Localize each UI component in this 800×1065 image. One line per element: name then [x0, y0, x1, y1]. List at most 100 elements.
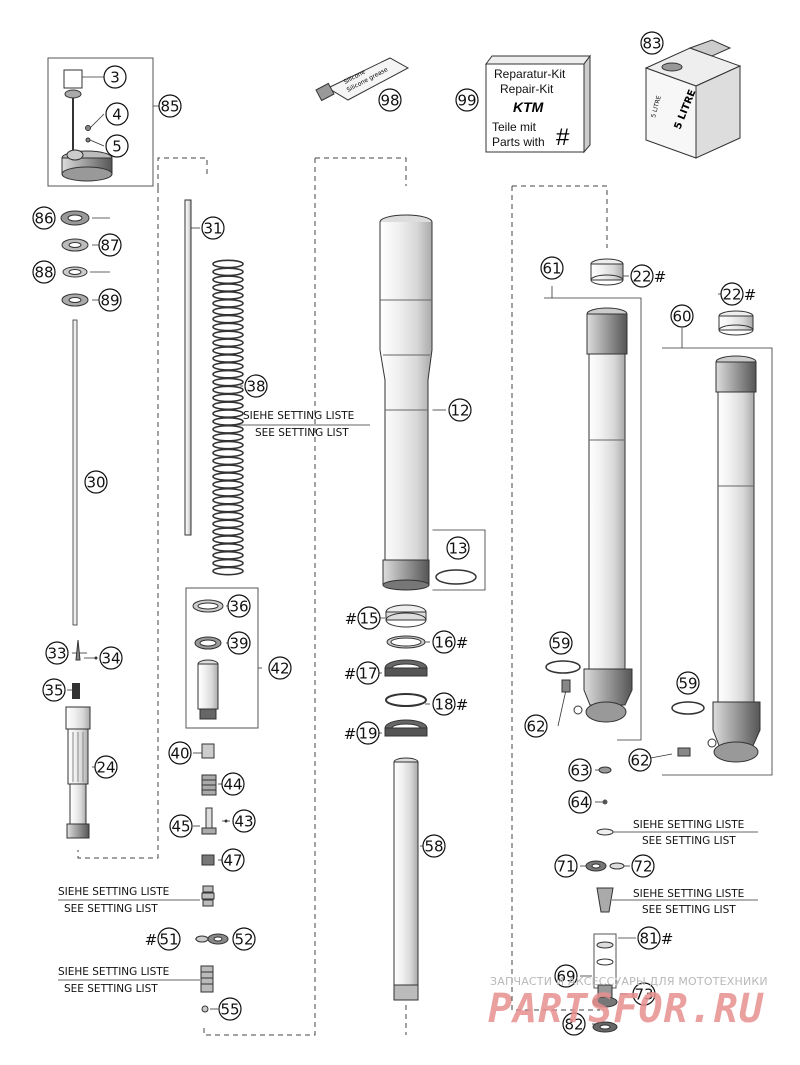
- callout-number: 55: [220, 1001, 239, 1019]
- callout-number: 5: [112, 138, 122, 156]
- callout-number: 4: [112, 106, 122, 124]
- spring-coil: [212, 480, 244, 489]
- repair-kit-hash-mark: #: [456, 696, 469, 714]
- callout-number: 17: [358, 665, 377, 683]
- callout-number: 61: [542, 260, 561, 278]
- spring-coil: [212, 306, 244, 316]
- part-63-nut: [598, 766, 612, 774]
- setting-note-left2-de: SIEHE SETTING LISTE: [58, 966, 169, 978]
- callout-circle: [540, 256, 564, 280]
- callout-circle: [640, 31, 664, 55]
- callout-number: 86: [34, 210, 53, 228]
- callout-circle: [446, 536, 470, 560]
- callout-number: 62: [526, 718, 545, 736]
- callout-42: 42: [268, 656, 292, 680]
- callout-89: 89: [98, 288, 122, 312]
- callout-88: 88: [32, 260, 56, 284]
- callout-circle: [45, 641, 69, 665]
- callout-number: 34: [101, 650, 120, 668]
- callout-circle: [562, 1012, 586, 1036]
- callout-circle: [84, 470, 108, 494]
- callout-number: 24: [96, 759, 115, 777]
- part-60-inner-tube: [707, 355, 761, 763]
- callout-16: 16#: [432, 630, 468, 654]
- callout-circle: [105, 102, 129, 126]
- spring-coil: [212, 291, 244, 300]
- setting-note-right1-en: SEE SETTING LIST: [642, 835, 736, 847]
- part-setting-shims-2: [200, 965, 214, 993]
- spring-coil: [212, 377, 244, 387]
- callout-circle: [201, 216, 225, 240]
- callout-circle: [631, 854, 655, 878]
- spring-coil: [212, 456, 244, 466]
- callout-64: 64: [568, 790, 592, 814]
- spring-coil: [212, 424, 244, 434]
- part-89-washer: [61, 293, 89, 307]
- spring-coil: [212, 527, 244, 537]
- callout-30: 30: [84, 470, 108, 494]
- callout-62a: 62: [524, 714, 548, 738]
- kit-symbol: #: [556, 124, 570, 151]
- callout-circle: [554, 854, 578, 878]
- callout-number: 58: [424, 838, 443, 856]
- callout-circle: [637, 926, 661, 950]
- spring-coil: [212, 472, 244, 481]
- callout-circle: [628, 748, 652, 772]
- part-30-piston-rod: [72, 319, 78, 626]
- callout-22b: 22#: [720, 282, 757, 306]
- callout-number: 18: [434, 696, 453, 714]
- setting-note-left-2: SIEHE SETTING LISTE SEE SETTING LIST: [58, 966, 200, 995]
- callout-69: 69: [554, 964, 578, 988]
- repair-kit-hash-mark: #: [744, 286, 757, 304]
- callout-circle: [32, 260, 56, 284]
- callout-number: 12: [450, 402, 469, 420]
- callout-circle: [32, 206, 56, 230]
- kit-brand-logo: KTM: [513, 99, 544, 115]
- callout-number: 72: [633, 858, 652, 876]
- part-setting-shim-right: [596, 828, 614, 836]
- part-51-52-valve: [195, 933, 229, 945]
- callout-number: 42: [270, 660, 289, 678]
- callout-86: 86: [32, 206, 56, 230]
- spring-coil: [212, 314, 244, 324]
- part-18-clip: [385, 693, 427, 707]
- part-22-bushing-b: [718, 310, 754, 336]
- callout-circle: [268, 656, 292, 680]
- callout-circle: [158, 94, 182, 118]
- callout-43: 43: [232, 809, 256, 833]
- callout-number: 31: [203, 220, 222, 238]
- kit-line1: Reparatur-Kit: [494, 67, 566, 81]
- callout-circle: [356, 661, 380, 685]
- setting-note-center: SIEHE SETTING LISTE SEE SETTING LIST: [228, 410, 370, 439]
- part-35-spring: [72, 683, 80, 699]
- callout-circle: [676, 671, 700, 695]
- callout-number: 39: [229, 635, 248, 653]
- callout-circle: [98, 233, 122, 257]
- setting-note-left-1: SIEHE SETTING LISTE SEE SETTING LIST: [58, 886, 200, 915]
- setting-note-right1-de: SIEHE SETTING LISTE: [633, 819, 744, 831]
- spring-coil: [212, 330, 244, 340]
- callout-circle: [157, 927, 181, 951]
- part-82-seal: [592, 1021, 618, 1033]
- callout-19: 19#: [344, 721, 380, 745]
- callout-98: 98: [378, 88, 402, 112]
- spring-coil: [212, 275, 244, 285]
- callout-62b: 62: [628, 748, 652, 772]
- part-31-spring-preload-tube: [184, 199, 192, 536]
- callout-number: 81: [639, 930, 658, 948]
- part-69-piston: [592, 984, 618, 1008]
- callout-number: 22: [632, 268, 651, 286]
- part-38-fork-spring: [212, 259, 244, 576]
- callout-63: 63: [568, 758, 592, 782]
- repair-kit-hash-mark: #: [145, 931, 158, 949]
- spring-coil: [212, 519, 244, 529]
- callout-number: 40: [170, 745, 189, 763]
- callout-number: 82: [564, 1016, 583, 1034]
- callout-82: 82: [562, 1012, 586, 1036]
- spring-coil: [212, 298, 244, 308]
- repair-kit-hash-mark: #: [345, 610, 358, 628]
- part-59-oring-b: [671, 701, 705, 715]
- callout-40: 40: [168, 741, 192, 765]
- repair-kit-hash-mark: #: [344, 665, 357, 683]
- callout-59a: 59: [549, 631, 573, 655]
